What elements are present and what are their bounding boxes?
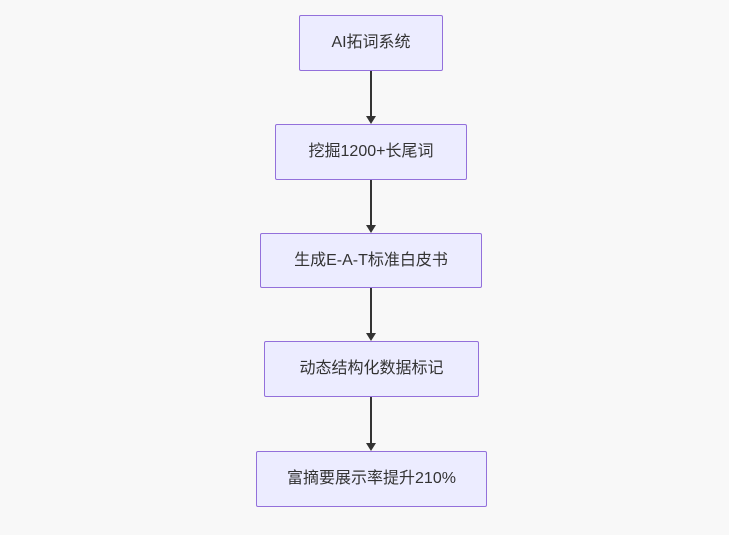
node-label: 生成E-A-T标准白皮书 bbox=[294, 251, 448, 269]
arrow-connector-3 bbox=[366, 288, 376, 341]
node-label: 富摘要展示率提升210% bbox=[287, 470, 456, 488]
arrow-shaft bbox=[370, 180, 372, 226]
flowchart-node-longtail-keyword-mining: 挖掘1200+长尾词 bbox=[275, 124, 467, 180]
arrowhead-down-icon bbox=[366, 225, 376, 233]
arrow-shaft bbox=[370, 71, 372, 117]
arrow-shaft bbox=[370, 397, 372, 444]
arrowhead-down-icon bbox=[366, 333, 376, 341]
arrow-shaft bbox=[370, 288, 372, 334]
arrow-connector-4 bbox=[366, 397, 376, 451]
arrowhead-down-icon bbox=[366, 116, 376, 124]
flowchart-node-dynamic-structured-data-markup: 动态结构化数据标记 bbox=[264, 341, 479, 397]
arrow-connector-2 bbox=[366, 180, 376, 233]
arrowhead-down-icon bbox=[366, 443, 376, 451]
flowchart-node-rich-snippet-rate-increase: 富摘要展示率提升210% bbox=[256, 451, 487, 507]
flowchart-node-ai-word-expansion-system: AI拓词系统 bbox=[299, 15, 443, 71]
node-label: 挖掘1200+长尾词 bbox=[308, 143, 434, 161]
flowchart-node-eat-whitepaper-generation: 生成E-A-T标准白皮书 bbox=[260, 233, 482, 288]
node-label: AI拓词系统 bbox=[331, 34, 411, 52]
arrow-connector-1 bbox=[366, 71, 376, 124]
node-label: 动态结构化数据标记 bbox=[299, 360, 444, 378]
